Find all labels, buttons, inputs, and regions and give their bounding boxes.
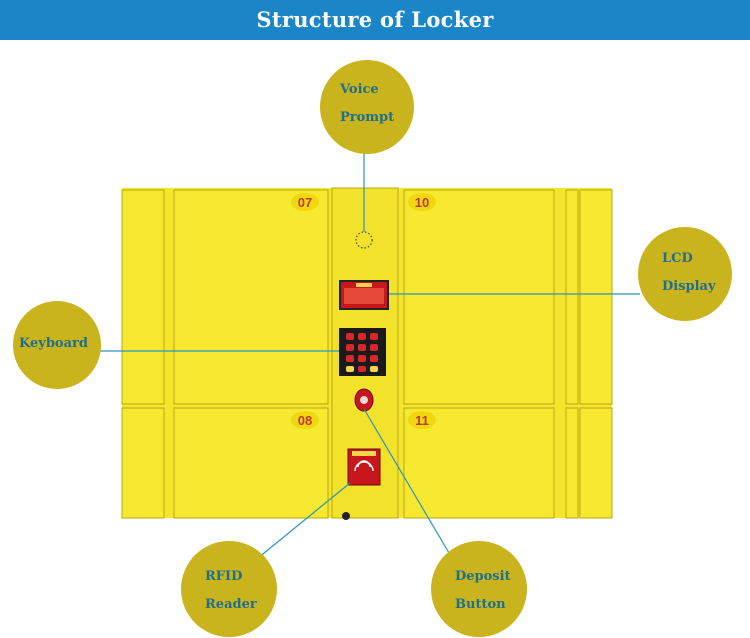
locker-door-left-upper	[121, 189, 165, 405]
callout-rfid-reader: RFID Reader	[181, 541, 277, 637]
door-badge-08	[291, 411, 319, 429]
locker-door-07	[173, 189, 329, 405]
locker-door-left-lower	[121, 407, 165, 519]
door-number-11: 11	[415, 413, 429, 428]
door-badge-10	[408, 193, 436, 211]
door-badge-11	[408, 411, 436, 429]
locker-door-10	[403, 189, 555, 405]
callout-rfid-line2: Reader	[205, 597, 257, 612]
callout-deposit-line2: Button	[455, 597, 506, 612]
rfid-reader-icon	[347, 448, 381, 486]
locker-door-right-edge-upper	[565, 189, 579, 405]
speaker-icon	[355, 231, 373, 249]
deposit-button-icon	[354, 388, 374, 412]
locker-door-right-edge-lower	[565, 407, 579, 519]
callout-lcd-line2: Display	[662, 279, 716, 294]
callout-voice-line1: Voice	[340, 82, 379, 97]
leader-line-deposit	[363, 408, 453, 559]
lock-hole-icon	[342, 512, 350, 520]
callout-voice-prompt: Voice Prompt	[320, 60, 414, 154]
callout-lcd-line1: LCD	[662, 251, 693, 266]
door-badge-07	[291, 193, 319, 211]
door-number-07: 07	[298, 195, 312, 210]
callout-keyboard: Keyboard	[13, 301, 101, 389]
callout-deposit-line1: Deposit	[455, 569, 511, 584]
leader-lines	[100, 150, 640, 559]
door-number-10: 10	[415, 195, 429, 210]
locker-door-11	[403, 407, 555, 519]
page-title: Structure of Locker	[0, 0, 750, 40]
callout-keyboard-label: Keyboard	[19, 336, 88, 351]
callout-deposit-button: Deposit Button	[431, 541, 527, 637]
lcd-screen	[339, 280, 389, 310]
locker-door-right-lower	[579, 407, 613, 519]
leader-line-rfid	[257, 482, 351, 559]
locker-door-right-upper	[579, 189, 613, 405]
callout-lcd-display: LCD Display	[638, 227, 732, 321]
callout-voice-line2: Prompt	[340, 110, 395, 125]
callout-rfid-line1: RFID	[205, 569, 243, 584]
keypad	[339, 328, 386, 376]
door-number-08: 08	[298, 413, 312, 428]
